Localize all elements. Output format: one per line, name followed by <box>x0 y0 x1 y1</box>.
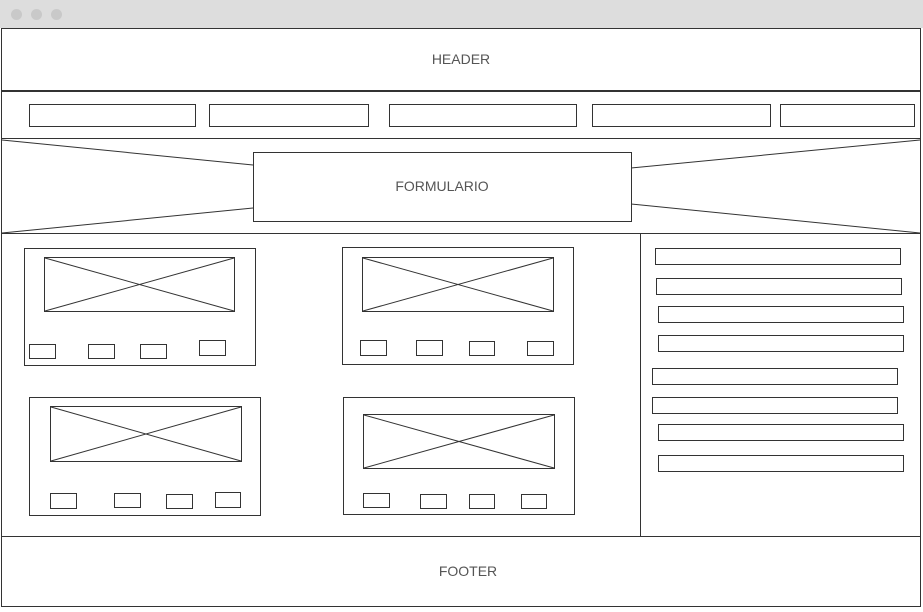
image-placeholder-cross-icon <box>362 257 554 312</box>
form-label: FORMULARIO <box>395 178 488 194</box>
image-placeholder <box>50 406 242 462</box>
header-label: HEADER <box>432 51 490 67</box>
card-button[interactable] <box>521 494 547 509</box>
card-frame <box>29 397 261 516</box>
sidebar-item[interactable] <box>658 424 904 441</box>
card-button[interactable] <box>527 341 554 356</box>
form-box[interactable] <box>253 152 632 222</box>
hero-image-placeholder <box>1 139 921 234</box>
card-button[interactable] <box>469 341 495 356</box>
page-frame <box>1 28 921 607</box>
card-button[interactable] <box>88 344 115 359</box>
sidebar-item[interactable] <box>655 248 901 265</box>
sidebar-item[interactable] <box>656 278 902 295</box>
card[interactable] <box>342 247 574 365</box>
card[interactable] <box>343 397 575 515</box>
window-titlebar <box>0 0 923 28</box>
card-button[interactable] <box>363 493 390 508</box>
nav-item-5[interactable] <box>780 104 915 127</box>
card-button[interactable] <box>469 494 495 509</box>
card-button[interactable] <box>420 494 447 509</box>
image-placeholder <box>363 414 555 469</box>
nav-item-2[interactable] <box>209 104 369 127</box>
card-button[interactable] <box>140 344 167 359</box>
footer-label: FOOTER <box>439 563 497 579</box>
maximize-dot[interactable] <box>51 9 62 20</box>
card[interactable] <box>24 248 256 366</box>
card-button[interactable] <box>114 493 141 508</box>
card-button[interactable] <box>29 344 56 359</box>
card-button[interactable] <box>199 340 226 356</box>
sidebar-item[interactable] <box>658 455 904 472</box>
minimize-dot[interactable] <box>31 9 42 20</box>
card[interactable] <box>29 397 261 516</box>
image-placeholder <box>362 257 554 312</box>
card-frame <box>24 248 256 366</box>
header-box <box>1 28 921 91</box>
sidebar-item[interactable] <box>652 397 898 414</box>
nav-item-3[interactable] <box>389 104 577 127</box>
card-button[interactable] <box>166 494 193 509</box>
nav-item-1[interactable] <box>29 104 196 127</box>
card-button[interactable] <box>50 493 77 509</box>
card-button[interactable] <box>416 340 443 356</box>
image-placeholder-cross-icon <box>363 414 555 469</box>
card-frame <box>343 397 575 515</box>
sidebar-item[interactable] <box>652 368 898 385</box>
card-button[interactable] <box>360 340 387 356</box>
nav-item-4[interactable] <box>592 104 771 127</box>
sidebar-item[interactable] <box>658 335 904 352</box>
card-button[interactable] <box>215 492 241 508</box>
image-placeholder-cross-icon <box>44 257 235 312</box>
image-placeholder <box>44 257 235 312</box>
sidebar-item[interactable] <box>658 306 904 323</box>
card-frame <box>342 247 574 365</box>
image-placeholder-cross-icon <box>50 406 242 462</box>
close-dot[interactable] <box>11 9 22 20</box>
